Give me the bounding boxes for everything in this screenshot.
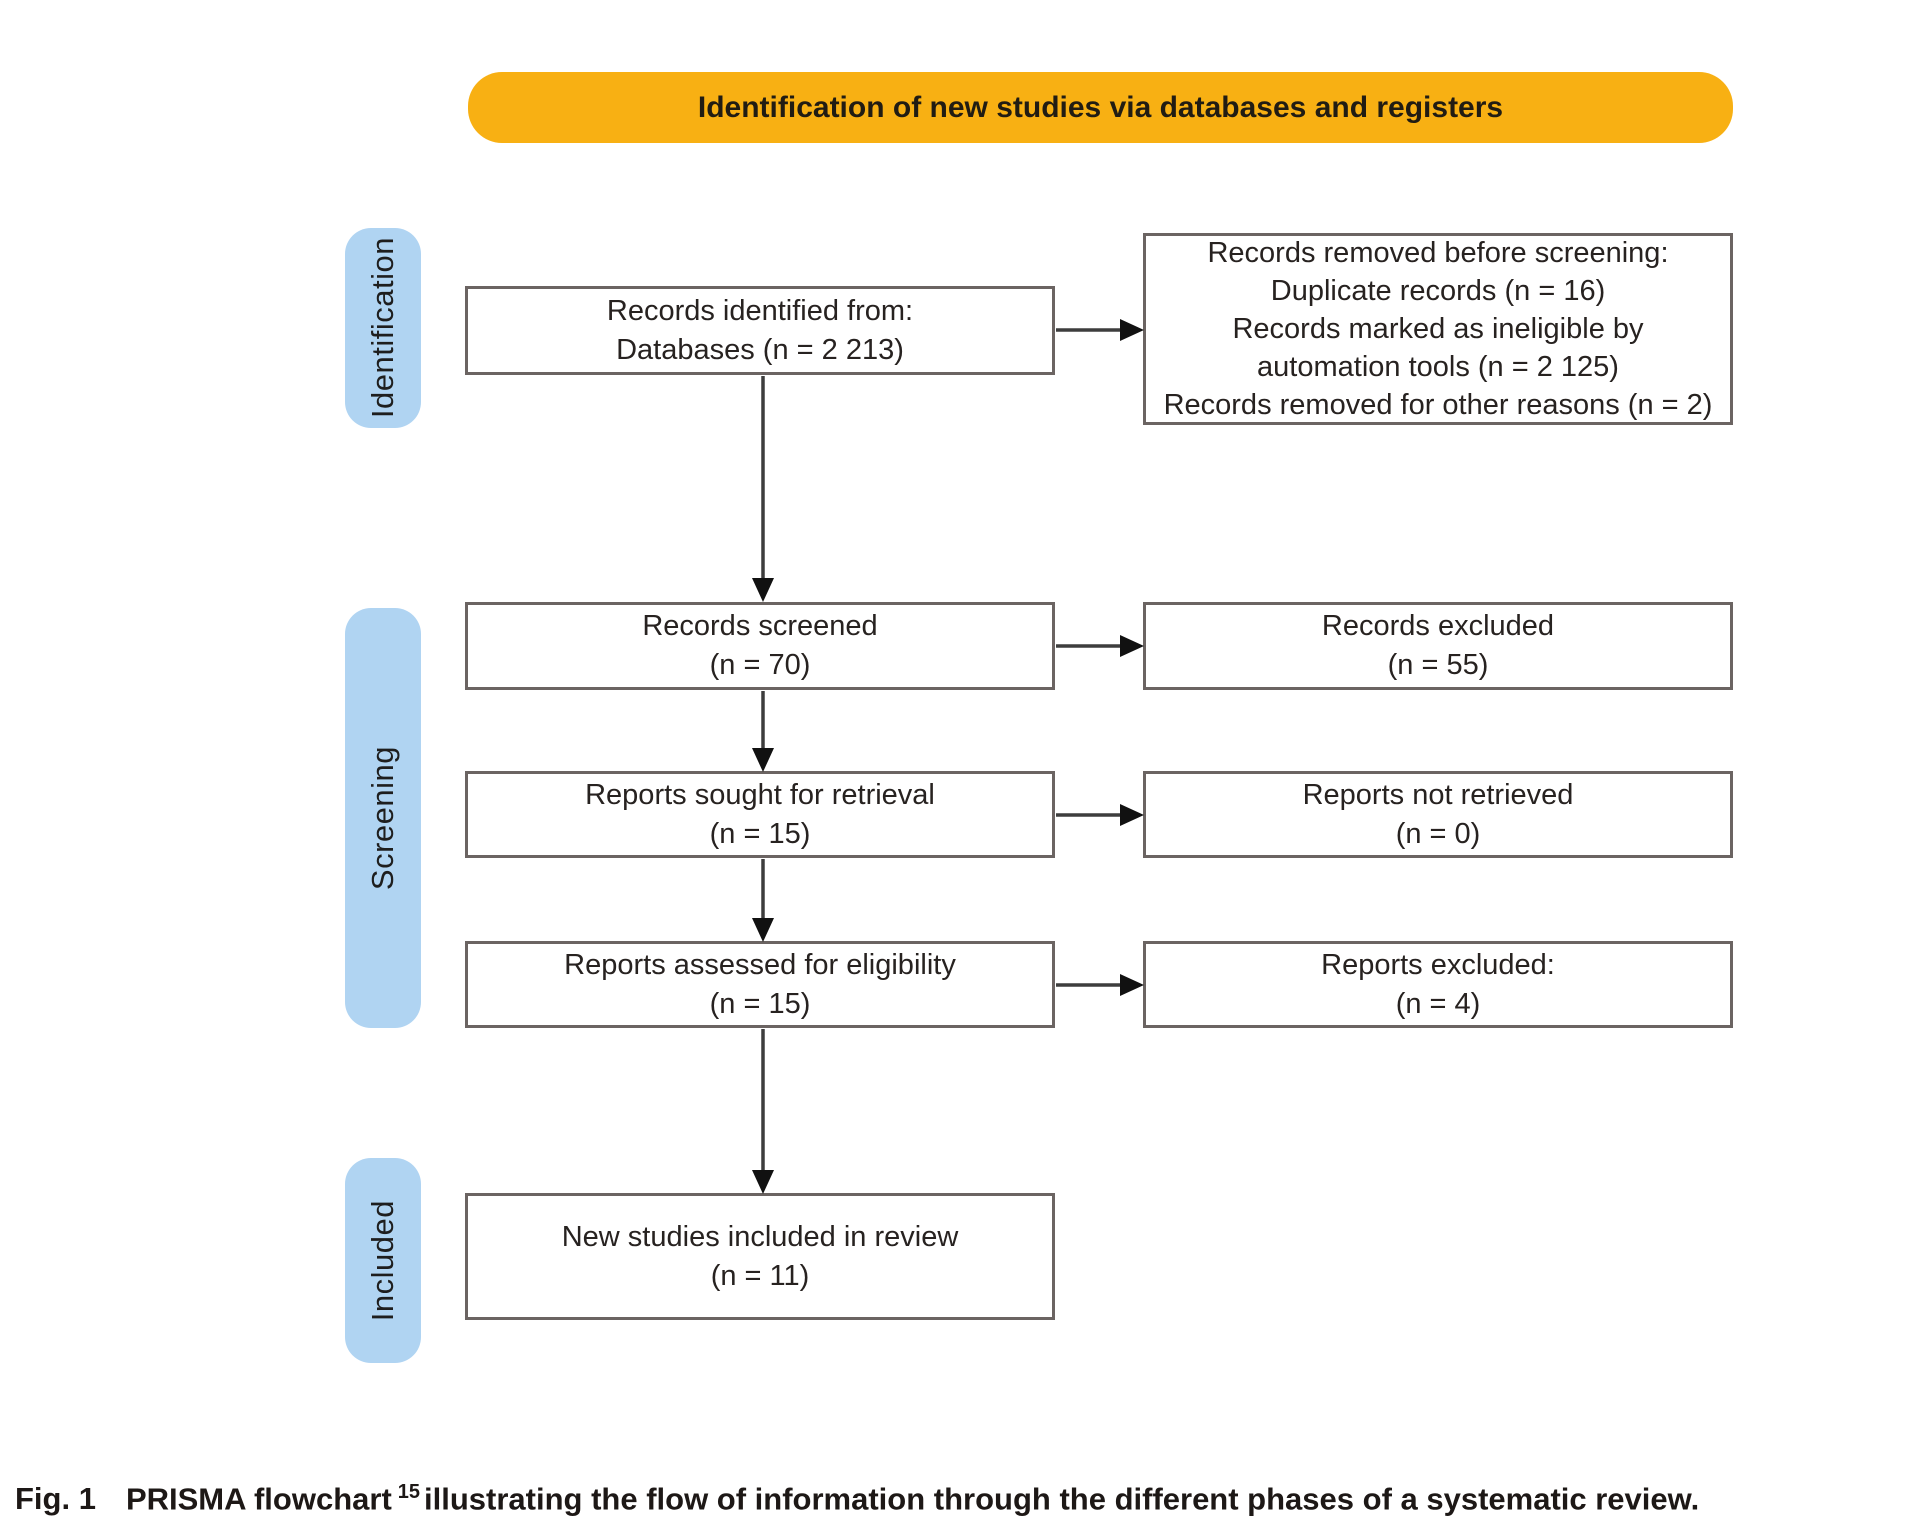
arrow-screened-to-sought	[752, 691, 774, 772]
box-records-screened-line1: Records screened	[642, 610, 878, 642]
box-records-removed-before-screening: Records removed before screening: Duplic…	[1143, 233, 1733, 425]
box-reports-not-retrieved: Reports not retrieved (n = 0)	[1143, 771, 1733, 858]
box-reports-excluded-line2: (n = 4)	[1395, 987, 1481, 1020]
arrow-sought-to-not-retrieved	[1056, 804, 1144, 826]
stage-label-identification: Identification	[345, 228, 421, 428]
box-records-identified: Records identified from: Databases (n = …	[465, 286, 1055, 375]
arrow-assessed-to-reports-excluded	[1056, 974, 1144, 996]
box-records-screened-line2: (n = 70)	[709, 649, 811, 681]
box-records-excluded: Records excluded (n = 55)	[1143, 602, 1733, 690]
box-reports-assessed-line1: Reports assessed for eligibility	[564, 948, 956, 981]
box-reports-excluded-line1: Reports excluded:	[1321, 948, 1555, 981]
figure-caption-reference-superscript: 15	[397, 1481, 421, 1503]
box-reports-sought-line2: (n = 15)	[709, 817, 811, 850]
box-reports-sought: Reports sought for retrieval (n = 15)	[465, 771, 1055, 858]
arrow-assessed-to-included	[752, 1029, 774, 1194]
header-banner-label: Identification of new studies via databa…	[697, 90, 1504, 124]
stage-label-screening-text: Screening	[365, 745, 400, 891]
box-reports-not-retrieved-line1: Reports not retrieved	[1302, 778, 1574, 811]
arrow-identified-to-screened	[752, 376, 774, 602]
figure-caption-text-after-reference: illustrating the flow of information thr…	[424, 1481, 1700, 1517]
box-records-removed-line1: Records removed before screening:	[1207, 237, 1669, 269]
figure-caption-number: Fig. 1	[15, 1481, 96, 1517]
box-records-excluded-line2: (n = 55)	[1387, 649, 1489, 681]
box-records-identified-line2: Databases (n = 2 213)	[616, 333, 904, 366]
arrow-identified-to-removed	[1056, 319, 1144, 341]
arrow-sought-to-assessed	[752, 859, 774, 942]
stage-label-identification-text: Identification	[365, 237, 400, 419]
box-reports-assessed: Reports assessed for eligibility (n = 15…	[465, 941, 1055, 1028]
box-records-removed-line2: Duplicate records (n = 16)	[1270, 275, 1606, 307]
box-reports-sought-line1: Reports sought for retrieval	[585, 778, 935, 811]
box-reports-excluded: Reports excluded: (n = 4)	[1143, 941, 1733, 1028]
box-records-removed-line3: Records marked as ineligible by automati…	[1232, 313, 1644, 383]
arrow-screened-to-excluded	[1056, 635, 1144, 657]
box-records-identified-line1: Records identified from:	[606, 294, 914, 327]
box-records-removed-line4: Records removed for other reasons (n = 2…	[1163, 389, 1713, 421]
stage-label-included-text: Included	[365, 1199, 400, 1322]
box-reports-assessed-line2: (n = 15)	[709, 987, 811, 1020]
box-new-studies-included-line1: New studies included in review	[561, 1220, 959, 1253]
stage-label-screening: Screening	[345, 608, 421, 1028]
stage-label-included: Included	[345, 1158, 421, 1363]
box-new-studies-included: New studies included in review (n = 11)	[465, 1193, 1055, 1320]
box-records-excluded-line1: Records excluded	[1321, 610, 1555, 642]
box-new-studies-included-line2: (n = 11)	[710, 1259, 810, 1292]
box-records-screened: Records screened (n = 70)	[465, 602, 1055, 690]
box-reports-not-retrieved-line2: (n = 0)	[1395, 817, 1481, 850]
figure-caption-text-before-reference: PRISMA flowchart	[125, 1481, 392, 1517]
header-banner: Identification of new studies via databa…	[468, 72, 1733, 143]
